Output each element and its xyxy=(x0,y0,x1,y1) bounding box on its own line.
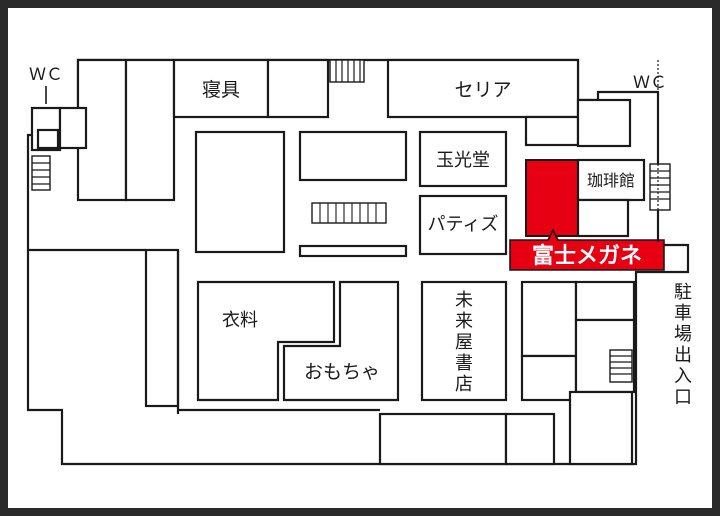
miraiya-char: 未 xyxy=(455,290,473,311)
store-block xyxy=(298,130,408,182)
wc-room xyxy=(36,128,60,150)
coffee-label: 珈琲館 xyxy=(587,171,635,190)
miraiya-char: 書 xyxy=(455,353,473,374)
store-unit xyxy=(520,354,578,402)
parking-entrance-label: 駐 車 場 出 入 口 xyxy=(670,278,696,408)
gyokkodo-store xyxy=(418,130,508,188)
counter-bar xyxy=(298,244,408,258)
wc-right-label: ＷＣ xyxy=(633,73,667,93)
escalator xyxy=(311,202,387,224)
toys-label: おもちゃ xyxy=(304,361,380,383)
clothing-store xyxy=(196,280,336,402)
fuji-megane-store xyxy=(525,159,579,237)
parking-char: 駐 xyxy=(674,282,692,303)
clothing-label: 衣料 xyxy=(222,310,258,331)
miraiya-char: 屋 xyxy=(455,332,473,353)
store-unit xyxy=(568,390,634,466)
seria-label: セリア xyxy=(454,79,511,101)
miraiya-label: 未 来 屋 書 店 xyxy=(455,290,473,395)
stairs-left xyxy=(31,155,51,191)
patisserie-label: パティズ xyxy=(428,214,499,235)
store-unit xyxy=(520,280,578,358)
seria-store xyxy=(386,58,580,119)
store-unit xyxy=(266,58,330,119)
store-unit xyxy=(124,58,176,202)
store-column xyxy=(144,248,180,408)
miraiya-bookstore xyxy=(420,280,508,402)
stairs-lower xyxy=(609,349,633,383)
store-block xyxy=(194,130,286,254)
parking-char: 入 xyxy=(674,366,692,387)
store-unit xyxy=(576,98,632,148)
parking-char: 場 xyxy=(674,324,692,345)
coffee-store xyxy=(576,158,646,202)
toys-store xyxy=(282,280,400,402)
store-unit xyxy=(504,412,556,466)
patisserie-store xyxy=(418,194,508,256)
stairs-right xyxy=(649,163,671,211)
parking-char: 口 xyxy=(674,387,692,408)
miraiya-char: 店 xyxy=(455,374,473,395)
store-unit xyxy=(524,115,580,147)
parking-char: 車 xyxy=(674,303,692,324)
store-unit xyxy=(378,412,508,466)
stairs-top xyxy=(329,59,365,83)
wc-left-label: ＷＣ xyxy=(29,65,63,85)
miraiya-char: 来 xyxy=(455,311,473,332)
parking-char: 出 xyxy=(674,345,692,366)
fuji-megane-badge xyxy=(509,228,665,271)
store-unit xyxy=(574,280,636,322)
gyokkodo-label: 玉光堂 xyxy=(436,150,490,171)
bedding-label: 寝具 xyxy=(202,79,240,101)
fuji-megane-label: 富士メガネ xyxy=(532,243,642,269)
wc-room xyxy=(58,106,88,150)
store-unit xyxy=(576,198,630,238)
